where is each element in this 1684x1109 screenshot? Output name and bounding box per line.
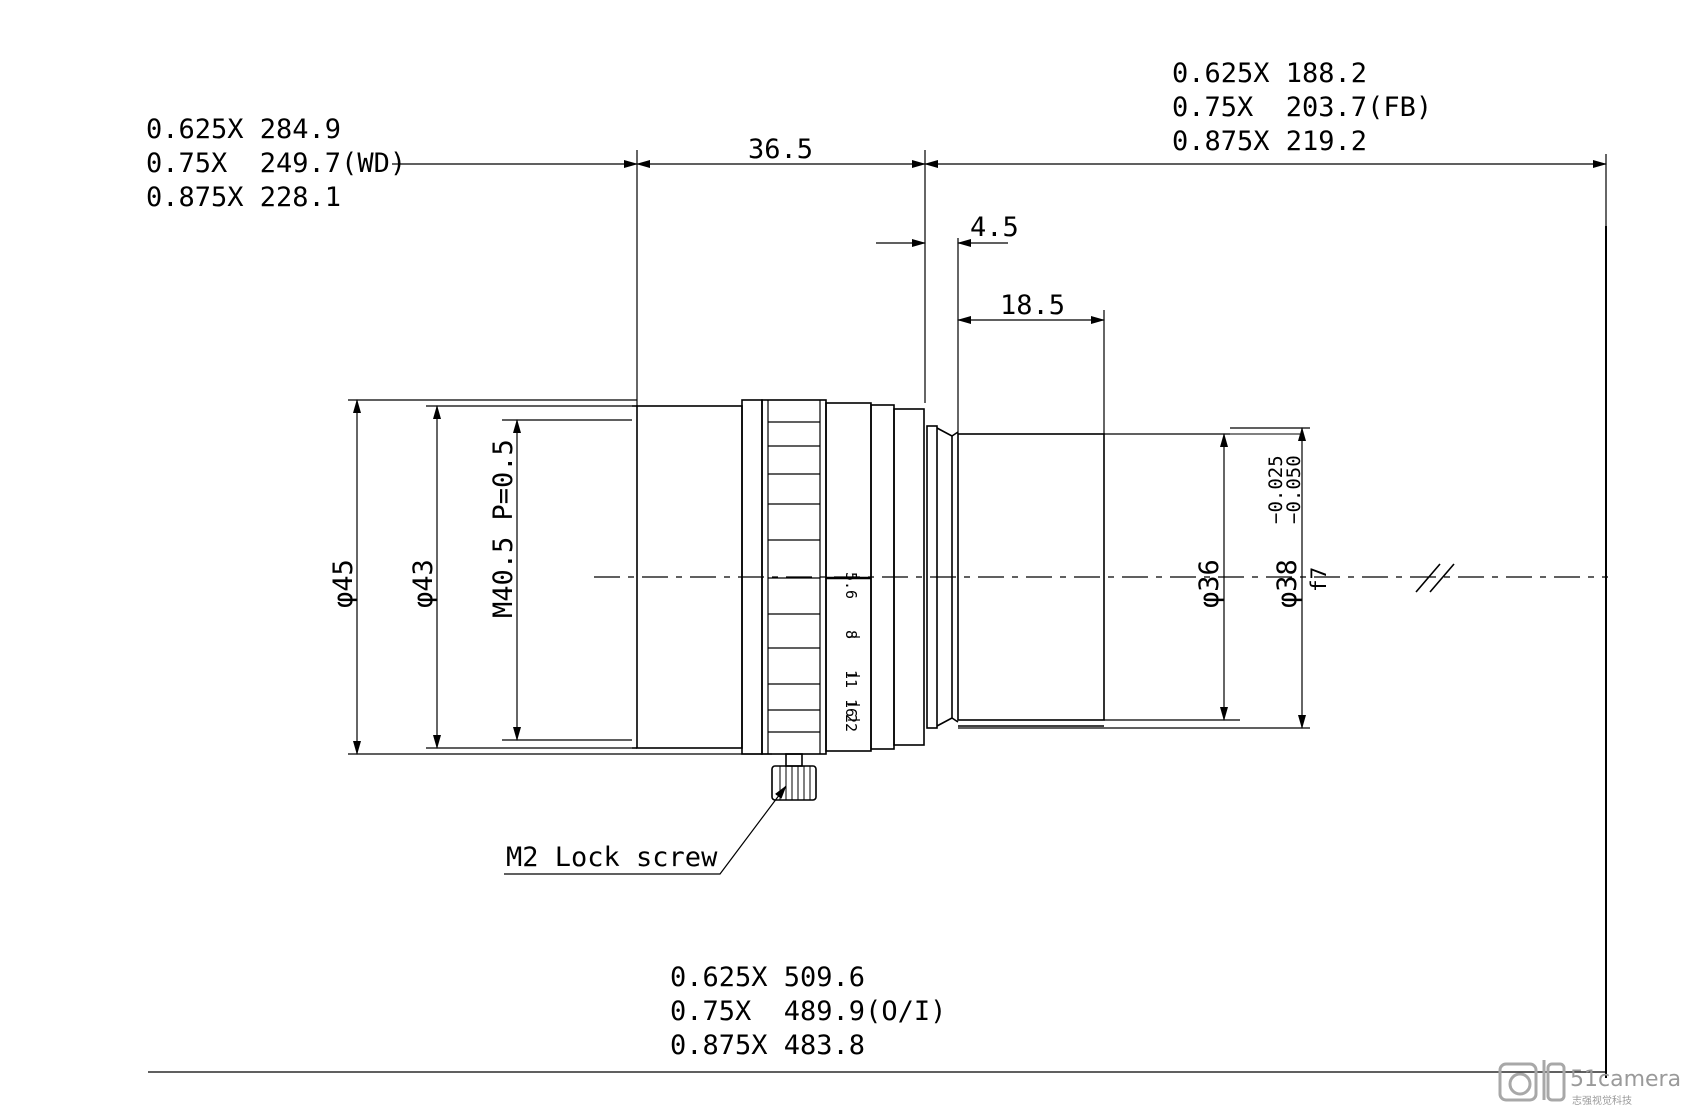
f-stop-label: 11	[842, 670, 860, 688]
fb-line-2: 0.75X 203.7(FB)	[1172, 92, 1432, 123]
dimension-lines	[353, 160, 1607, 875]
dim-phi45-label: φ45	[328, 559, 359, 608]
extension-lines	[148, 150, 1607, 1078]
knurl-lines	[767, 400, 821, 754]
tol-lower-label: −0.050	[1283, 455, 1305, 524]
watermark-brand: 51camera	[1570, 1067, 1681, 1092]
dim-thread-label: M40.5 P=0.5	[488, 439, 519, 618]
dim-phi36-label: φ36	[1194, 559, 1225, 608]
wd-line-2: 0.75X 249.7(WD)	[146, 148, 406, 179]
f-stop-label: 16	[842, 699, 860, 717]
f-stop-label: 5.6	[842, 572, 860, 599]
oi-line-1: 0.625X 509.6	[670, 962, 865, 993]
fb-line-3: 0.875X 219.2	[1172, 126, 1367, 157]
watermark-subtitle: 志强视觉科技	[1572, 1094, 1632, 1107]
dim-18-5-label: 18.5	[1000, 290, 1065, 321]
lock-screw-shank	[785, 753, 803, 767]
aperture-scale: 5.6 8 11 16 22	[842, 572, 860, 732]
rear-barrel	[957, 433, 1105, 721]
watermark: 51camera 志强视觉科技	[1498, 1060, 1681, 1107]
lock-screw-leader	[504, 785, 787, 875]
wd-line-1: 0.625X 284.9	[146, 114, 341, 145]
tol-upper-label: −0.025	[1265, 455, 1287, 524]
watermark-logo-icon	[1498, 1060, 1566, 1102]
wd-line-3: 0.875X 228.1	[146, 182, 341, 213]
dim-phi43-label: φ43	[408, 559, 439, 608]
f-stop-label: 8	[842, 630, 860, 639]
oi-line-3: 0.875X 483.8	[670, 1030, 865, 1061]
lock-screw-label: M2 Lock screw	[506, 842, 718, 873]
dim-phi38-label: φ38	[1272, 559, 1303, 608]
dim-36-5-label: 36.5	[748, 134, 813, 165]
lock-screw-knurl	[779, 766, 811, 800]
flange-back-block: 0.625X 188.2 0.75X 203.7(FB) 0.875X 219.…	[1172, 58, 1432, 157]
break-mark	[1415, 563, 1455, 593]
fit-label: f7	[1307, 567, 1331, 592]
f-stop-label: 22	[842, 714, 860, 732]
dim-4-5-label: 4.5	[970, 212, 1019, 243]
fb-line-1: 0.625X 188.2	[1172, 58, 1367, 89]
object-to-image-block: 0.625X 509.6 0.75X 489.9(O/I) 0.875X 483…	[670, 962, 946, 1061]
lock-screw-head	[771, 765, 817, 801]
oi-line-2: 0.75X 489.9(O/I)	[670, 996, 946, 1027]
working-distance-block: 0.625X 284.9 0.75X 249.7(WD) 0.875X 228.…	[146, 114, 406, 213]
